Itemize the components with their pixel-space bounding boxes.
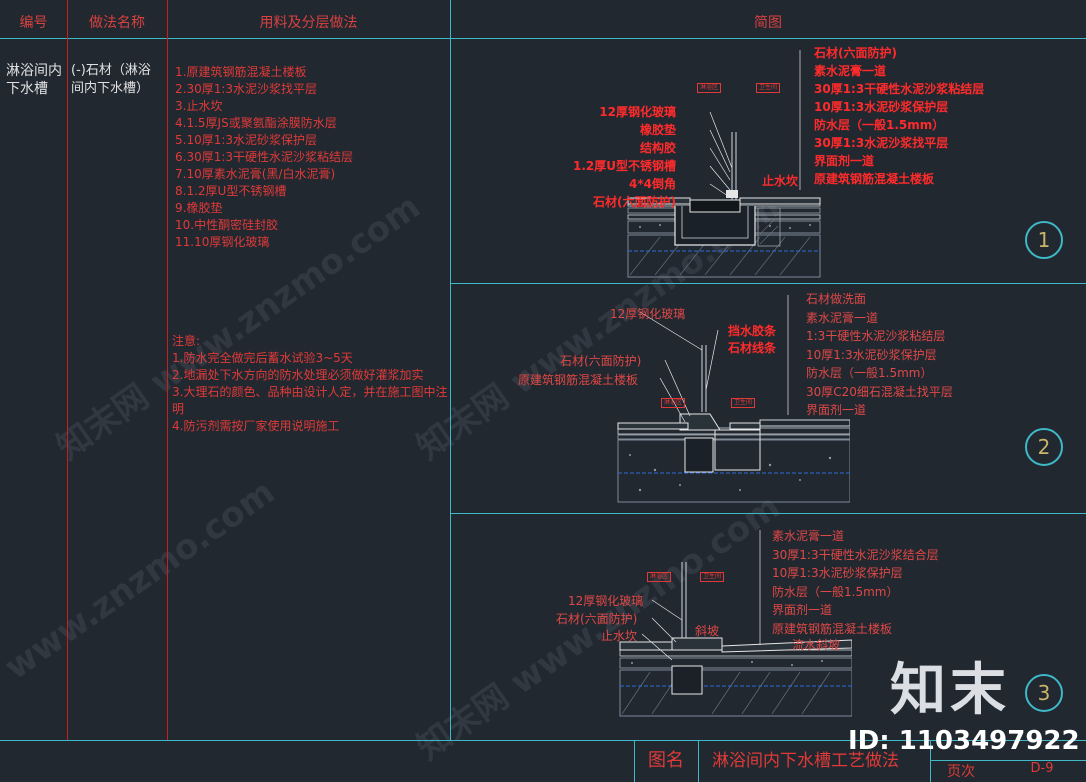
detail-1-tag: 淋浴区 <box>697 83 722 93</box>
detail-2-mid-label: 石材线条 <box>728 341 777 355</box>
header-divider <box>0 38 1086 39</box>
detail-2-left-label: 石材(六面防护) <box>560 354 642 368</box>
detail-1-mid-label: 止水坎 <box>762 174 799 188</box>
detail-1-left-labels: 12厚钢化玻璃 橡胶垫 结构胶 1.2厚U型不锈钢槽 4*4倒角 石材(六面防护… <box>570 103 676 211</box>
layer-item: 11.10厚钢化玻璃 <box>175 235 270 249</box>
layer-item: 7.10厚素水泥膏(黑/白水泥膏) <box>175 167 336 181</box>
column-divider <box>167 0 168 740</box>
detail-2-left-label: 原建筑钢筋混凝土楼板 <box>518 373 639 387</box>
row-number: 淋浴间内下水槽 <box>6 63 62 97</box>
detail-1-left-label: 1.2厚U型不锈钢槽 <box>572 159 676 173</box>
detail-2-section <box>617 295 850 503</box>
layer-item: 9.橡胶垫 <box>175 201 223 215</box>
detail-1-left-label: 12厚钢化玻璃 <box>599 105 676 119</box>
drawing-name-label: 图名 <box>648 750 684 771</box>
notes: 注意: 1.防水完全做完后蓄水试验3~5天 2.地漏处下水方向的防水处理必须做好… <box>172 333 448 435</box>
layer-item: 3.止水坎 <box>175 99 223 113</box>
detail-1-label: 石材(六面防护) <box>814 46 897 60</box>
detail-3-label: 防水层（一般1.5mm） <box>772 584 899 599</box>
layer-list: 1.原建筑钢筋混凝土楼板 2.30厚1:3水泥沙浆找平层 3.止水坎 4.1.5… <box>175 64 353 251</box>
detail-2-label: 素水泥膏一道 <box>806 310 879 325</box>
detail-divider <box>450 513 1086 514</box>
layer-item: 8.1.2厚U型不锈钢槽 <box>175 184 287 198</box>
detail-3-label: 原建筑钢筋混凝土楼板 <box>772 621 893 636</box>
detail-1-label: 原建筑钢筋混凝土楼板 <box>814 172 935 186</box>
znzmo-logo: 知末 <box>890 658 1010 723</box>
header-diagram: 简图 <box>754 15 782 31</box>
detail-1-left-label: 4*4倒角 <box>629 177 676 191</box>
layer-item: 1.原建筑钢筋混凝土楼板 <box>175 65 307 79</box>
header-method-name: 做法名称 <box>89 15 145 31</box>
detail-2-left-label: 12厚钢化玻璃 <box>610 307 686 321</box>
detail-3-label: 流水斜坡 <box>792 638 841 652</box>
detail-1-left-label: 结构胶 <box>639 141 676 155</box>
detail-2-right-labels: 石材做洗面 素水泥膏一道 1:3干硬性水泥沙浆粘结层 10厚1:3水泥砂浆保护层… <box>806 290 953 420</box>
footer-divider <box>698 740 699 782</box>
detail-1-label: 10厚1:3水泥砂浆保护层 <box>814 100 949 114</box>
detail-1-left-label: 橡胶垫 <box>639 123 676 137</box>
page-value: D-9 <box>1030 761 1054 776</box>
detail-3-label: 10厚1:3水泥砂浆保护层 <box>772 566 903 580</box>
detail-1-label: 素水泥膏一道 <box>814 64 887 78</box>
detail-3-label: 30厚1:3干硬性水泥沙浆结合层 <box>772 547 939 562</box>
detail-3-section <box>619 530 852 717</box>
layer-item: 2.30厚1:3水泥沙浆找平层 <box>175 82 318 96</box>
detail-1-index: 1 <box>1025 221 1063 259</box>
detail-1-section <box>627 50 821 278</box>
detail-2-label: 石材做洗面 <box>806 292 867 306</box>
note-item: 3.大理石的颜色、品种由设计人定，并在施工图中注明 <box>172 385 448 416</box>
footer-divider <box>930 760 1086 761</box>
detail-2-tag: 淋浴区 <box>661 398 686 408</box>
row-method-name: (-)石材（淋浴间内下水槽） <box>71 63 151 96</box>
detail-1-label: 30厚1:3水泥沙浆找平层 <box>814 136 949 150</box>
watermark: www.znzmo.com <box>0 472 282 688</box>
note-item: 4.防污剂需按厂家使用说明施工 <box>172 419 340 433</box>
detail-3-tag: 卫生间 <box>700 572 725 582</box>
detail-2-tag: 卫生间 <box>731 398 756 408</box>
layer-item: 4.1.5厚JS或聚氨酯涂膜防水层 <box>175 116 337 130</box>
detail-1-left-label: 石材(六面防护) <box>593 195 676 209</box>
detail-3-left-label: 12厚钢化玻璃 <box>568 594 644 608</box>
detail-3-label: 界面剂一道 <box>772 603 833 617</box>
detail-divider <box>450 283 1086 284</box>
page-label: 页次 <box>947 764 975 780</box>
detail-2-label: 防水层（一般1.5mm） <box>806 366 933 380</box>
detail-3-right-labels: 素水泥膏一道 30厚1:3干硬性水泥沙浆结合层 10厚1:3水泥砂浆保护层 防水… <box>772 527 939 638</box>
note-item: 2.地漏处下水方向的防水处理必须做好灌浆加实 <box>172 368 424 382</box>
drawing-name: 淋浴间内下水槽工艺做法 <box>712 751 899 771</box>
footer-divider <box>634 740 635 782</box>
detail-3-tag: 淋浴区 <box>647 572 672 582</box>
header-materials: 用料及分层做法 <box>259 15 358 31</box>
detail-3-label: 素水泥膏一道 <box>772 529 845 543</box>
note-item: 1.防水完全做完后蓄水试验3~5天 <box>172 351 353 365</box>
detail-2-index: 2 <box>1025 428 1063 466</box>
footer-divider <box>930 740 931 782</box>
detail-1-label: 防水层（一般1.5mm） <box>814 118 945 132</box>
detail-1-tag: 卫生间 <box>756 83 781 93</box>
detail-2-label: 10厚1:3水泥砂浆保护层 <box>806 347 937 362</box>
layer-item: 10.中性酮密硅封胶 <box>175 218 279 232</box>
detail-2-label: 界面剂一道 <box>806 403 867 417</box>
layer-item: 6.30厚1:3干硬性水泥沙浆粘结层 <box>175 150 354 164</box>
detail-3-left-label: 石材(六面防护) <box>556 612 638 626</box>
detail-1-label: 界面剂一道 <box>814 154 875 168</box>
detail-2-label: 30厚C20细石混凝土找平层 <box>806 384 953 399</box>
detail-3-index: 3 <box>1025 674 1063 712</box>
layer-item: 5.10厚1:3水泥砂浆保护层 <box>175 133 318 147</box>
detail-1-right-labels: 石材(六面防护) 素水泥膏一道 30厚1:3干硬性水泥沙浆粘结层 10厚1:3水… <box>814 44 984 188</box>
detail-2-mid-label: 挡水胶条 <box>728 324 777 338</box>
detail-3-left-label: 止水坎 <box>601 629 638 643</box>
column-divider <box>450 0 451 740</box>
detail-2-label: 1:3干硬性水泥沙浆粘结层 <box>806 329 946 343</box>
notes-title: 注意: <box>172 334 201 348</box>
detail-3-mid-label: 斜坡 <box>695 624 720 638</box>
id-label: ID: 1103497922 <box>848 726 1080 756</box>
column-divider <box>67 0 68 740</box>
header-number: 编号 <box>19 15 48 31</box>
footer-divider <box>0 740 1086 741</box>
detail-1-label: 30厚1:3干硬性水泥沙浆粘结层 <box>814 82 985 96</box>
